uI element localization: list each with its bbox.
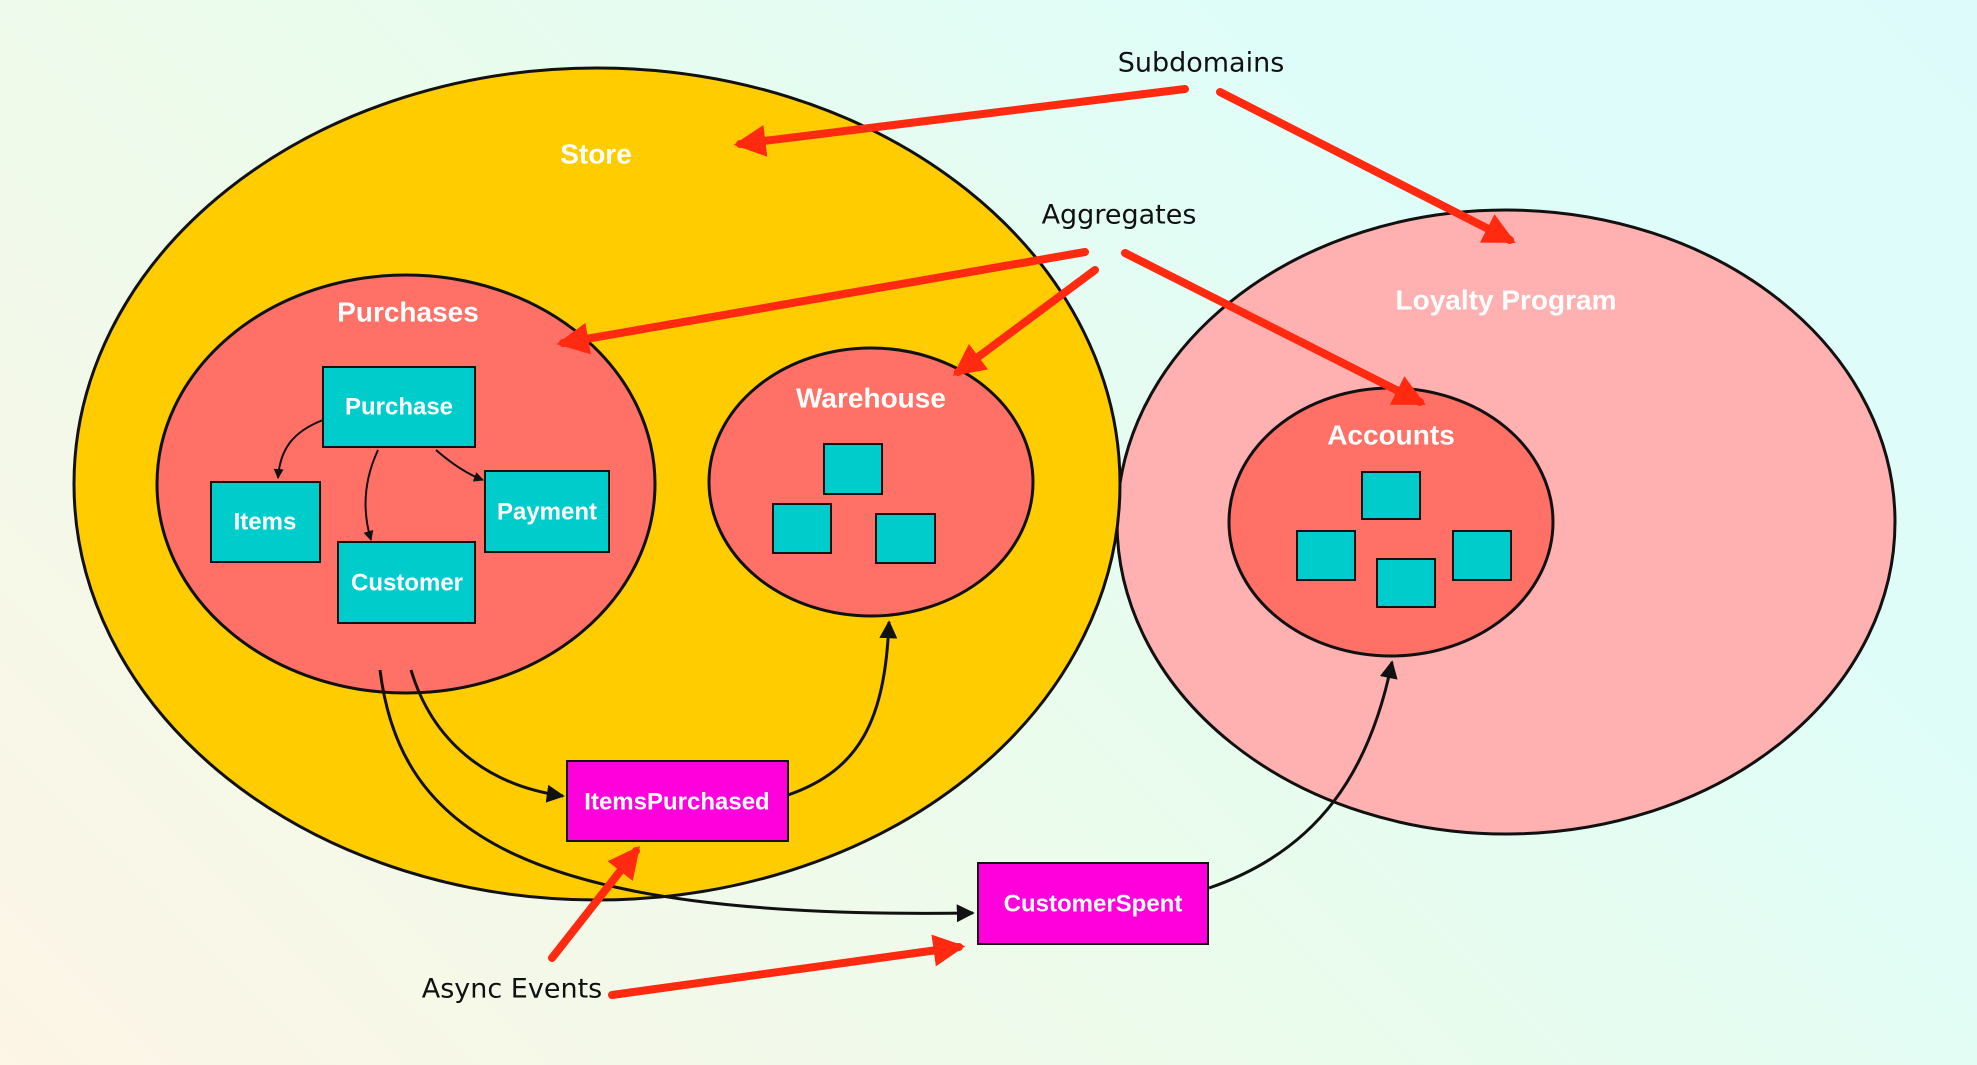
store-label: Store xyxy=(560,138,632,169)
payment-entity-label: Payment xyxy=(497,498,597,525)
accounts-entity[interactable] xyxy=(1376,558,1436,608)
async-events-annotation: Async Events xyxy=(422,974,602,1005)
entity-customer[interactable]: Customer xyxy=(337,541,476,624)
purchase-to-payment-arrow xyxy=(435,449,484,482)
loyalty-program-label: Loyalty Program xyxy=(1396,284,1617,315)
items-entity-label: Items xyxy=(234,508,297,535)
accounts-entity[interactable] xyxy=(1452,530,1512,581)
purchase-entity-label: Purchase xyxy=(345,393,453,420)
async-events-callout-arrows xyxy=(548,845,966,999)
itemspurchased-label: ItemsPurchased xyxy=(584,788,769,815)
event-itemspurchased[interactable]: ItemsPurchased xyxy=(566,760,789,842)
purchase-to-customer-arrow xyxy=(363,449,379,541)
customer-entity-label: Customer xyxy=(351,569,463,596)
aggregates-annotation: Aggregates xyxy=(1042,200,1197,231)
purchases-to-itemspurchased-arrow xyxy=(409,669,565,803)
purchases-aggregate xyxy=(155,273,657,695)
accounts-entity[interactable] xyxy=(1361,471,1421,520)
subdomains-annotation: Subdomains xyxy=(1118,48,1285,79)
accounts-entity[interactable] xyxy=(1296,530,1356,581)
subdomains-callout-arrows xyxy=(733,85,1516,244)
customerspent-label: CustomerSpent xyxy=(1004,890,1183,917)
itemspurchased-to-warehouse-arrow xyxy=(787,620,898,797)
purchase-to-items-arrow xyxy=(273,419,324,479)
purchases-to-customerspent-arrow xyxy=(378,669,975,923)
entity-payment[interactable]: Payment xyxy=(484,470,610,553)
warehouse-entity[interactable] xyxy=(875,513,936,564)
warehouse-entity[interactable] xyxy=(823,443,883,495)
aggregates-callout-arrows xyxy=(556,248,1426,406)
entity-purchase[interactable]: Purchase xyxy=(322,366,476,448)
warehouse-label: Warehouse xyxy=(796,382,946,413)
entity-items[interactable]: Items xyxy=(210,481,321,563)
event-customerspent[interactable]: CustomerSpent xyxy=(977,862,1209,945)
customerspent-to-accounts-arrow xyxy=(1208,660,1398,890)
purchases-label: Purchases xyxy=(337,296,479,327)
warehouse-entity[interactable] xyxy=(772,503,832,554)
accounts-label: Accounts xyxy=(1327,419,1455,450)
